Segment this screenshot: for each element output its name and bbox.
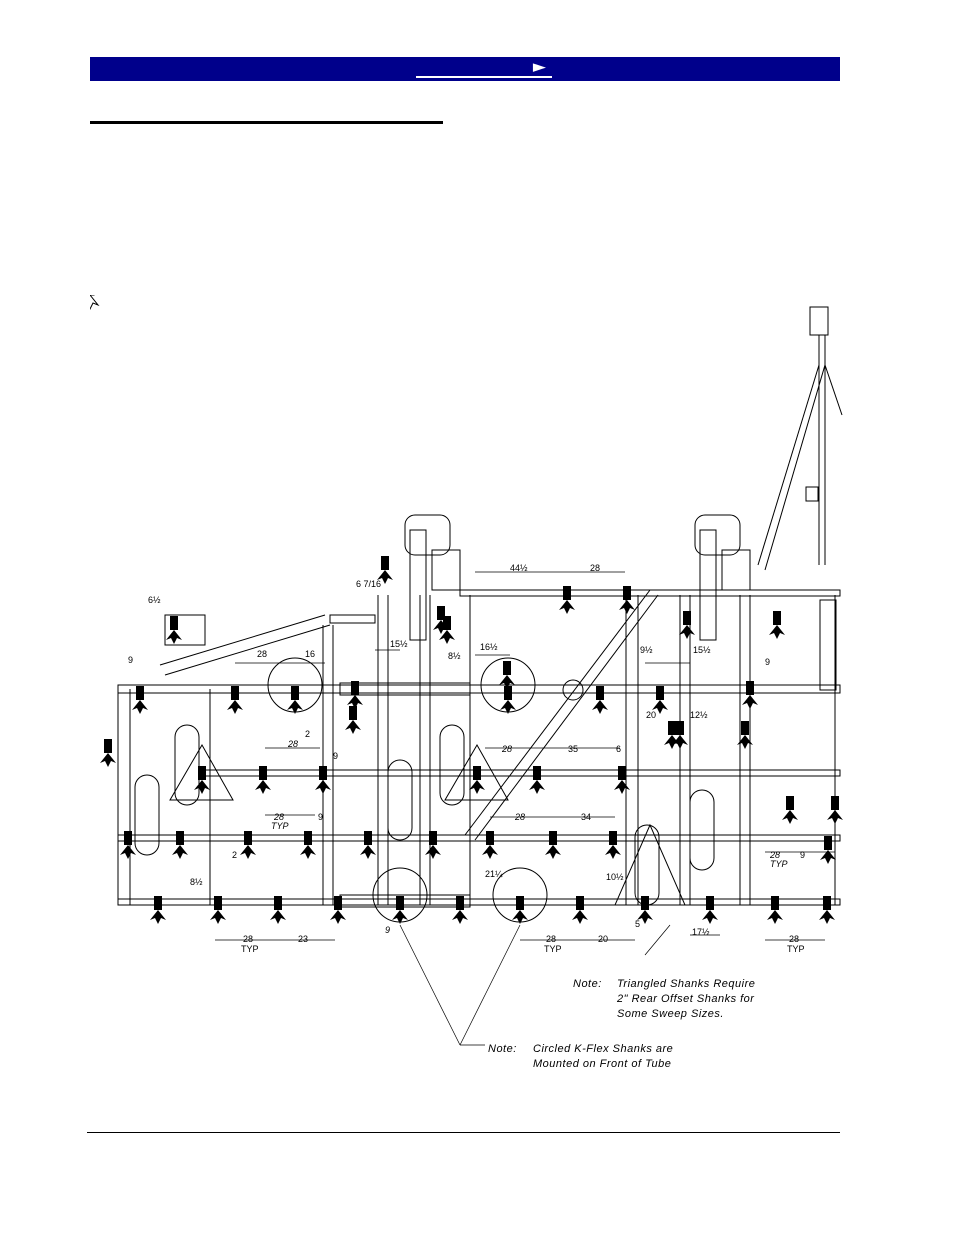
- note-circled-shanks: Note: Circled K-Flex Shanks are Mounted …: [488, 1043, 673, 1070]
- dim-17-half: 17½: [692, 927, 710, 937]
- dim-28: 28: [789, 934, 799, 944]
- dim-6-half: 6½: [148, 595, 161, 605]
- note-triangled-shanks: Note: Triangled Shanks Require 2" Rear O…: [573, 978, 755, 1020]
- dim-9: 9: [765, 657, 770, 667]
- dim-20: 20: [598, 934, 608, 944]
- dim-9: 9: [318, 812, 323, 822]
- dim-12-half: 12½: [690, 710, 708, 720]
- note-line: Some Sweep Sizes.: [617, 1008, 724, 1020]
- dim-28: 28: [501, 744, 512, 754]
- footer-rule: [87, 1132, 840, 1133]
- dim-10-half: 10½: [606, 872, 624, 882]
- dim-34: 34: [581, 812, 591, 822]
- next-page-link[interactable]: ►: [416, 57, 552, 78]
- dim-2: 2: [232, 850, 237, 860]
- middle-tube-1: [204, 769, 841, 777]
- dim-6: 6: [616, 744, 621, 754]
- field-cultivator-layout-drawing: 44½ 28 6 7/16 6½ 9 28 16 15½ 8½ 16½ 9½ 1…: [90, 295, 850, 1075]
- note-line: Mounted on Front of Tube: [533, 1058, 671, 1070]
- note-line: Circled K-Flex Shanks are: [533, 1043, 673, 1055]
- dim-21-quarter: 21¼: [485, 869, 503, 879]
- note-line: 2" Rear Offset Shanks for: [616, 993, 755, 1005]
- top-navigation-bar: ►: [90, 57, 840, 81]
- dim-15-half: 15½: [693, 645, 711, 655]
- dim-2: 2: [305, 729, 310, 739]
- rear-tube: [117, 898, 841, 906]
- dim-typ: TYP: [770, 859, 788, 869]
- dim-28: 28: [590, 563, 600, 573]
- dim-typ: TYP: [787, 944, 805, 954]
- right-arrow-icon: ►: [532, 57, 546, 77]
- dim-typ: TYP: [271, 821, 289, 831]
- dim-9: 9: [800, 850, 805, 860]
- dim-20: 20: [646, 710, 656, 720]
- front-tube: [117, 684, 841, 694]
- note-label: Note:: [573, 978, 602, 990]
- shank-row-middle: [99, 705, 844, 825]
- dim-16-half: 16½: [480, 642, 498, 652]
- hitch-clevis: [809, 306, 829, 336]
- drawing-svg: 44½ 28 6 7/16 6½ 9 28 16 15½ 8½ 16½ 9½ 1…: [90, 295, 844, 1070]
- note-label: Note:: [488, 1043, 517, 1055]
- dim-5: 5: [635, 919, 640, 929]
- dim-44-half: 44½: [510, 563, 528, 573]
- dim-23: 23: [298, 934, 308, 944]
- dim-28: 28: [514, 812, 525, 822]
- dim-28: 28: [273, 812, 284, 822]
- section-heading-rule: [90, 121, 443, 124]
- shank-row-front: [131, 555, 786, 715]
- dim-16: 16: [305, 649, 315, 659]
- dim-35: 35: [568, 744, 578, 754]
- dim-typ: TYP: [241, 944, 259, 954]
- dim-typ: TYP: [544, 944, 562, 954]
- dim-28: 28: [769, 850, 780, 860]
- dim-6-7-16: 6 7/16: [356, 579, 381, 589]
- dim-28: 28: [546, 934, 556, 944]
- dim-8-half: 8½: [190, 877, 203, 887]
- dim-28: 28: [257, 649, 267, 659]
- shank-row-rear: [149, 895, 836, 925]
- dim-9: 9: [333, 751, 338, 761]
- dim-8-half: 8½: [448, 651, 461, 661]
- dim-28: 28: [287, 739, 298, 749]
- gauge-wheel-1: [174, 724, 200, 806]
- middle-tube-2: [117, 834, 841, 842]
- note-line: Triangled Shanks Require: [617, 978, 755, 990]
- dim-9: 9: [128, 655, 133, 665]
- dim-15-half: 15½: [390, 639, 408, 649]
- dim-9-half: 9½: [640, 645, 653, 655]
- dim-9: 9: [385, 925, 390, 935]
- dim-28: 28: [243, 934, 253, 944]
